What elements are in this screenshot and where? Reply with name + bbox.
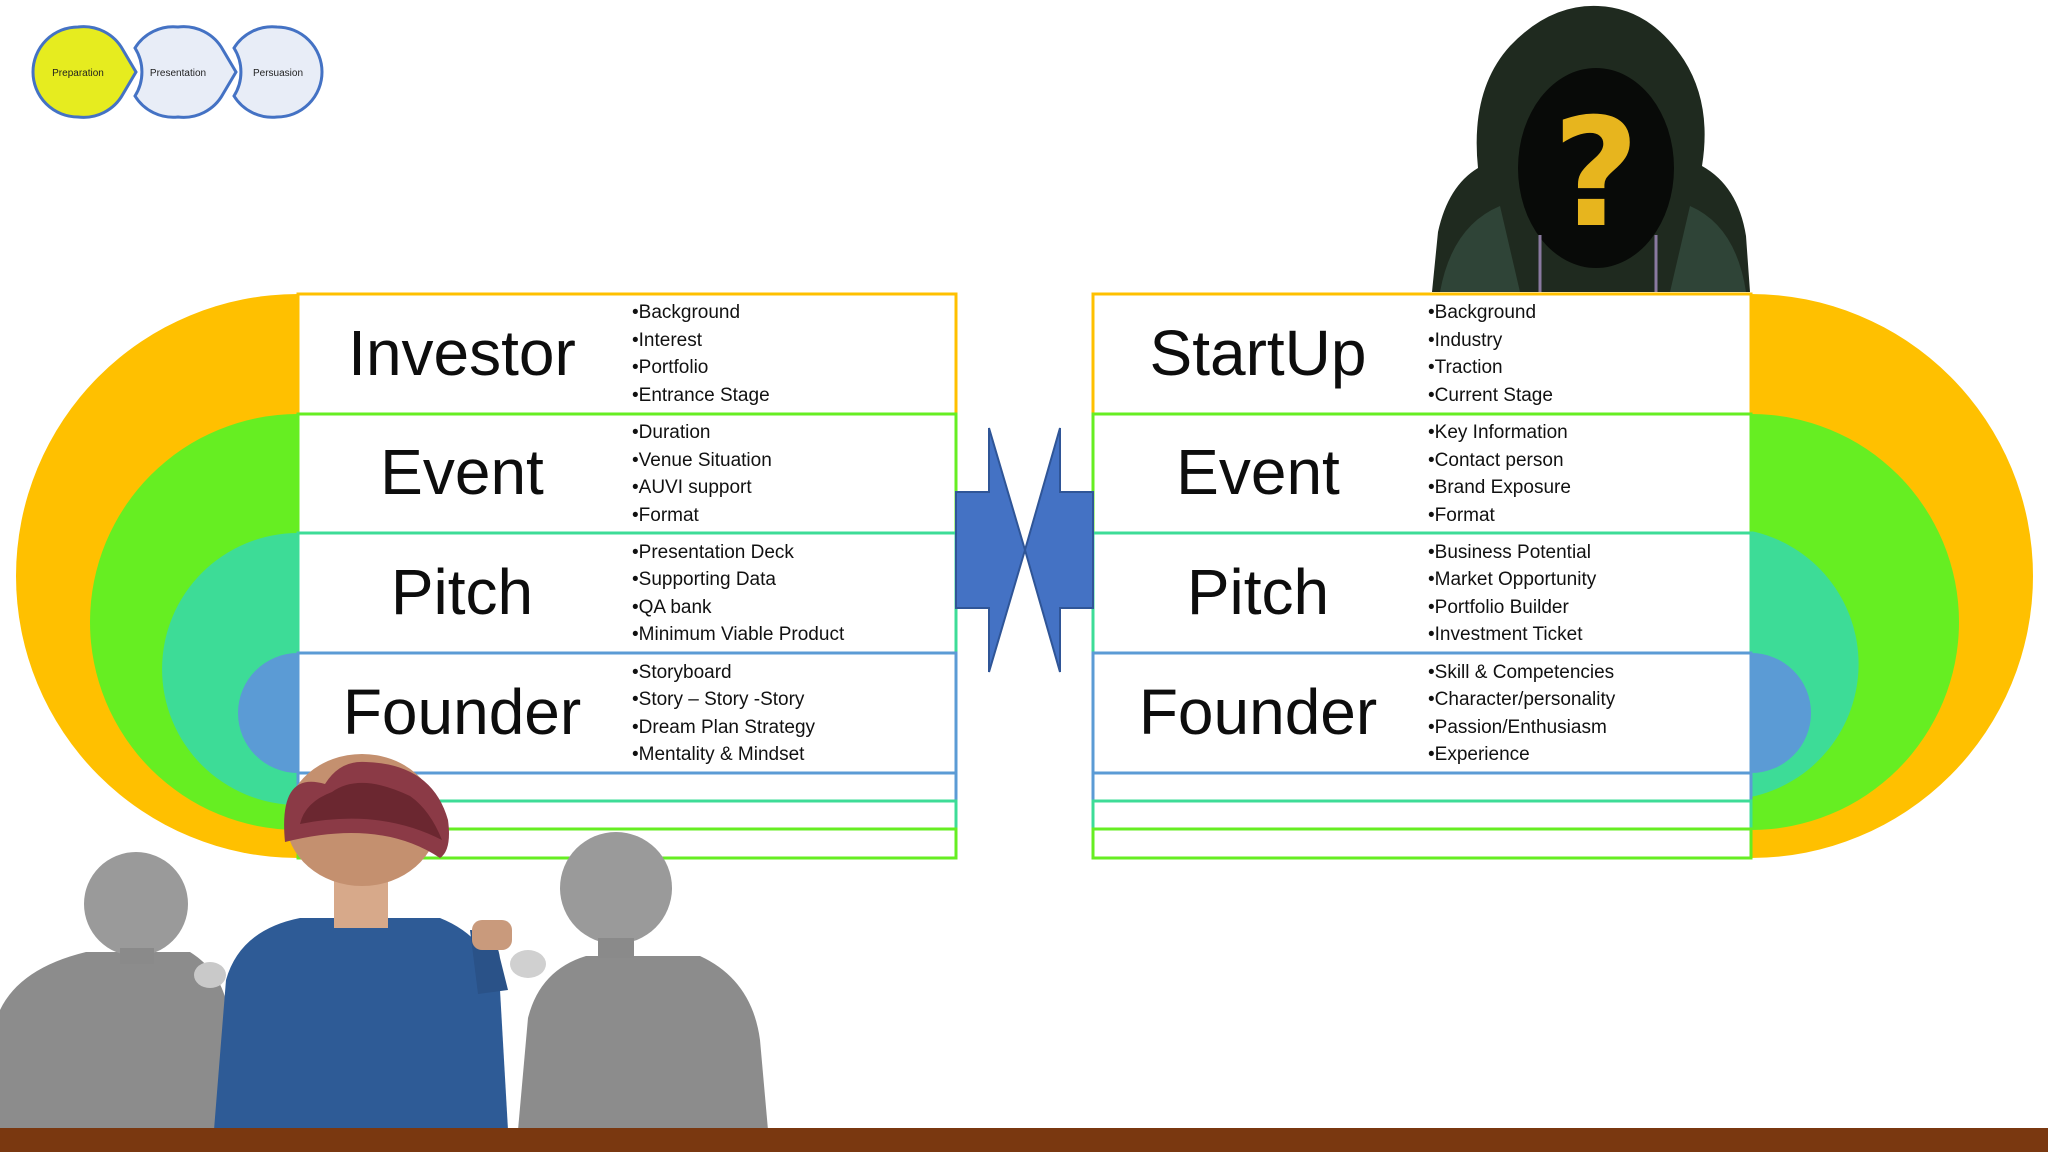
- right-panel: StartUp Event Pitch Founder •Background …: [1091, 292, 2033, 860]
- right-row-title-event: Event: [1176, 436, 1340, 508]
- left-bullet: •Supporting Data: [632, 569, 776, 590]
- hood-shoulder-highlight-right: [1670, 206, 1746, 292]
- right-row-pitch: [1091, 531, 1753, 655]
- right-row-founder: [1091, 651, 1753, 775]
- step-presentation-shape: [133, 25, 238, 119]
- left-bullet: •Dream Plan Strategy: [632, 717, 816, 738]
- step-presentation-label: Presentation: [150, 68, 206, 79]
- right-row-title-pitch: Pitch: [1187, 556, 1329, 628]
- people-image: [0, 754, 768, 1130]
- right-bullet: •Format: [1428, 505, 1496, 526]
- right-bullet: •Traction: [1428, 357, 1503, 378]
- left-row-investor: [296, 292, 958, 416]
- footer-bar: [0, 1128, 2048, 1152]
- left-panel: Investor Event Pitch Founder •Background…: [16, 292, 958, 860]
- hood-face-shadow: [1518, 68, 1674, 268]
- left-bullet: •Duration: [632, 422, 710, 443]
- left-bullet: •Presentation Deck: [632, 542, 794, 563]
- left-row-title-investor: Investor: [348, 317, 576, 389]
- right-row-title-founder: Founder: [1139, 676, 1377, 748]
- left-row-title-pitch: Pitch: [391, 556, 533, 628]
- left-arc-blue: [238, 653, 298, 773]
- hood-shoulder-highlight: [1440, 206, 1520, 292]
- right-bullet: •Contact person: [1428, 450, 1564, 471]
- person-right: [510, 832, 768, 1130]
- right-bullet: •Key Information: [1428, 422, 1568, 443]
- left-bullet: •QA bank: [632, 597, 712, 618]
- right-bullet: •Character/personality: [1428, 689, 1616, 710]
- arrow-left-icon: [1023, 427, 1094, 673]
- converging-arrows: [955, 427, 1094, 673]
- hooded-figure-image: ?: [1432, 5, 1750, 293]
- left-bullet: •Format: [632, 505, 700, 526]
- right-arc-blue: [1751, 653, 1811, 773]
- left-bullet: •Storyboard: [632, 662, 732, 683]
- left-bullet: •Venue Situation: [632, 450, 772, 471]
- right-bullet: •Brand Exposure: [1428, 477, 1571, 498]
- right-bullet: •Market Opportunity: [1428, 569, 1597, 590]
- left-bullet: •Interest: [632, 330, 703, 351]
- left-bullet: •Mentality & Mindset: [632, 744, 805, 765]
- left-bullet: •Story – Story -Story: [632, 689, 805, 710]
- left-bullet: •Background: [632, 302, 740, 323]
- right-row-tail-green: [1091, 827, 1753, 860]
- left-bullet: •Portfolio: [632, 357, 708, 378]
- right-row-title-startup: StartUp: [1150, 317, 1367, 389]
- right-bullet: •Skill & Competencies: [1428, 662, 1614, 683]
- left-row-pitch: [296, 531, 958, 655]
- person-center: [214, 754, 512, 1130]
- right-row-tail-blue: [1091, 771, 1753, 803]
- right-row-tail-teal: [1091, 799, 1753, 831]
- left-bullet: •AUVI support: [632, 477, 752, 498]
- arrow-right-icon: [955, 427, 1027, 673]
- right-bullet: •Current Stage: [1428, 385, 1553, 406]
- left-row-title-founder: Founder: [343, 676, 581, 748]
- left-row-event: [296, 412, 958, 535]
- step-persuasion-label: Persuasion: [253, 68, 303, 79]
- right-bullet: •Passion/Enthusiasm: [1428, 717, 1607, 738]
- step-preparation-shape: [31, 25, 138, 119]
- process-steps: Preparation Presentation Persuasion: [31, 25, 324, 119]
- right-bullet: •Experience: [1428, 744, 1530, 765]
- right-bullet: •Investment Ticket: [1428, 624, 1583, 645]
- right-row-startup: [1091, 292, 1753, 416]
- left-bullet: •Minimum Viable Product: [632, 624, 845, 645]
- left-row-founder: [296, 651, 958, 775]
- step-preparation-label: Preparation: [52, 68, 104, 79]
- right-bullet: •Business Potential: [1428, 542, 1591, 563]
- question-mark-icon: ?: [1552, 87, 1639, 261]
- left-bullet: •Entrance Stage: [632, 385, 770, 406]
- right-bullet: •Industry: [1428, 330, 1503, 351]
- step-persuasion-shape: [232, 25, 324, 119]
- right-bullet: •Background: [1428, 302, 1536, 323]
- person-left: [0, 852, 236, 1130]
- right-bullet: •Portfolio Builder: [1428, 597, 1569, 618]
- left-row-title-event: Event: [380, 436, 544, 508]
